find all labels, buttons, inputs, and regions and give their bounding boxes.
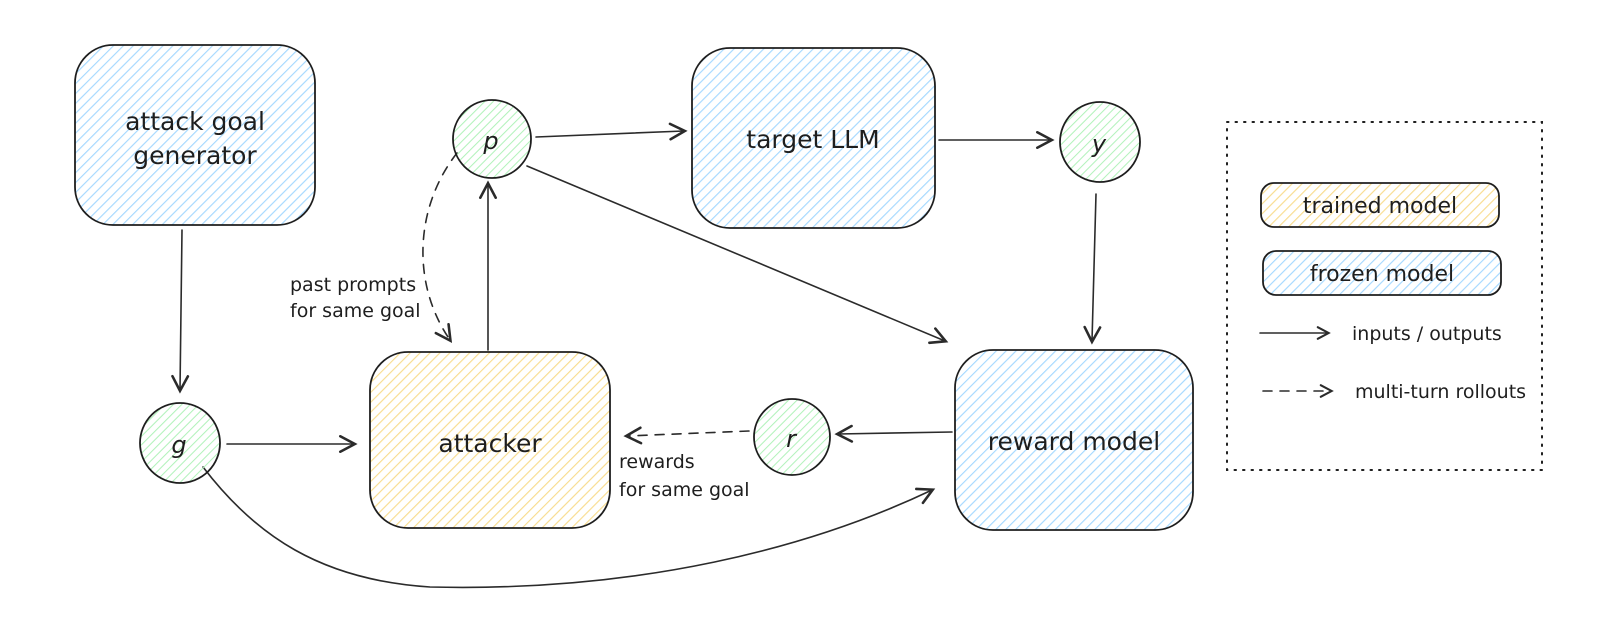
- y-circle: [1059, 101, 1141, 183]
- node-g-variable: g: [139, 402, 221, 484]
- edges: [171, 122, 1102, 589]
- node-attack-goal-generator: attack goal generator: [74, 44, 316, 226]
- legend-frozen-model-swatch: [1262, 250, 1502, 296]
- edge-y-to-reward-model-arrow: [1083, 193, 1102, 345]
- g-label: g: [171, 431, 186, 459]
- r-label: r: [786, 425, 798, 453]
- p-circle: [452, 99, 532, 179]
- y-label: y: [1091, 130, 1107, 158]
- node-p-variable: p: [452, 99, 532, 179]
- past-prompts-annotation: past prompts for same goal: [290, 274, 421, 322]
- edge-reward-model-to-r-arrow: [834, 424, 953, 443]
- target-llm-label: target LLM: [746, 125, 879, 154]
- g-circle: [139, 402, 221, 484]
- legend-trained-model-swatch: [1260, 182, 1500, 228]
- node-r-variable: r: [753, 398, 831, 476]
- legend-trained-model-label: trained model: [1303, 194, 1457, 219]
- node-target-llm: target LLM: [691, 47, 936, 229]
- rewards-annotation: rewards for same goal: [619, 451, 750, 501]
- attack-goal-generator-box: [74, 44, 316, 226]
- p-label: p: [482, 127, 498, 155]
- legend-frozen-model-label: frozen model: [1310, 262, 1454, 287]
- attacker-box: [369, 351, 611, 529]
- rewards-label-line2: for same goal: [619, 479, 750, 501]
- attack-goal-generator-label-line1: attack goal: [125, 107, 265, 136]
- legend-dashed-arrow-label: multi-turn rollouts: [1355, 381, 1526, 403]
- r-circle: [753, 398, 831, 476]
- edge-r-to-attacker-dashed-arrow: [623, 426, 750, 445]
- reward-model-box: [954, 349, 1194, 531]
- legend: trained model frozen model inputs / outp…: [1226, 121, 1543, 471]
- edge-p-to-reward-model-arrow: [526, 165, 949, 345]
- legend-solid-arrow-label: inputs / outputs: [1352, 323, 1502, 345]
- past-prompts-label-line1: past prompts: [290, 274, 416, 296]
- edge-p-to-attacker-dashed-arrow: [422, 152, 458, 343]
- attack-goal-generator-label-line2: generator: [133, 141, 257, 170]
- reward-model-label: reward model: [988, 427, 1160, 456]
- legend-border: [1226, 121, 1543, 471]
- attacker-label: attacker: [438, 429, 542, 458]
- edge-g-to-reward-model-curve-arrow: [202, 466, 936, 589]
- past-prompts-label-line2: for same goal: [290, 300, 421, 322]
- edge-p-to-target-llm-arrow: [535, 122, 688, 141]
- node-y-variable: y: [1059, 101, 1141, 183]
- edge-generator-to-g-arrow: [171, 229, 190, 394]
- node-attacker: attacker: [369, 351, 611, 529]
- rewards-label-line1: rewards: [619, 451, 695, 473]
- node-reward-model: reward model: [954, 349, 1194, 531]
- target-llm-box: [691, 47, 936, 229]
